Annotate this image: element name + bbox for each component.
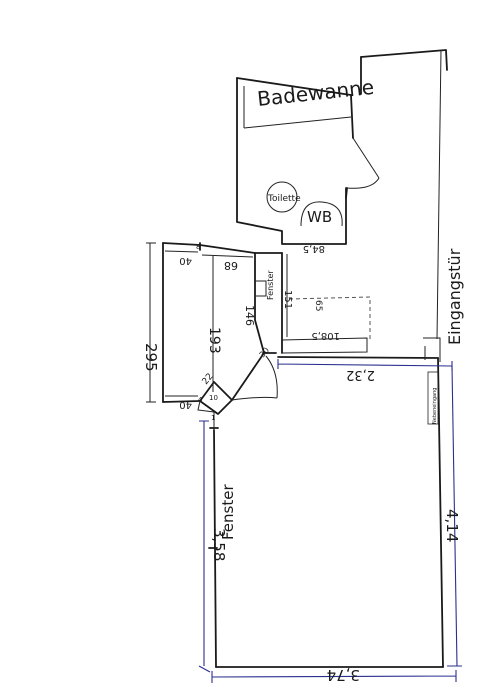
dim-232-text: 2,32 bbox=[346, 367, 375, 382]
lower-room-walls bbox=[208, 337, 444, 668]
washbasin-symbol bbox=[300, 201, 343, 227]
dim-65-text: 65 bbox=[313, 300, 323, 311]
dim-295-text: 295 bbox=[142, 343, 160, 372]
label-wb: WB bbox=[307, 208, 332, 226]
toilet-symbol bbox=[266, 181, 298, 213]
dim-193-text: 193 bbox=[206, 327, 222, 354]
dim-30-text: 30 bbox=[258, 346, 271, 360]
dim-68-text: 68 bbox=[224, 259, 238, 272]
diagonal-corner bbox=[195, 352, 278, 432]
dim-358: 3,58 bbox=[198, 420, 228, 673]
label-toilette: Toilette bbox=[267, 194, 301, 204]
upper-left-room-walls bbox=[162, 242, 283, 403]
dim-b-text: 1 bbox=[211, 414, 215, 422]
dim-151-text: 151 bbox=[282, 290, 293, 309]
dim-40-top: 40 bbox=[164, 250, 199, 266]
side-entrance-plate-label: Nebeneingang bbox=[432, 388, 438, 424]
dim-358-text: 3,58 bbox=[210, 528, 228, 561]
bathroom-walls bbox=[236, 77, 380, 245]
dim-193: 193 bbox=[206, 256, 222, 392]
dim-374: 3,74 bbox=[211, 666, 457, 684]
corridor-walls bbox=[360, 49, 448, 340]
dim-146-text: 146 bbox=[243, 305, 256, 326]
dim-151: 151 bbox=[282, 254, 293, 337]
dim-414-text: 4,14 bbox=[443, 509, 461, 542]
dim-40-top-text: 40 bbox=[179, 255, 192, 266]
side-entrance-plate bbox=[427, 371, 439, 425]
dim-84-5-text: 84,5 bbox=[303, 243, 325, 254]
dim-a-text: 4 bbox=[198, 396, 203, 404]
dim-295: 295 bbox=[142, 242, 160, 403]
dim-374-text: 3,74 bbox=[327, 666, 360, 684]
label-badewanne: Badewanne bbox=[256, 75, 375, 111]
dim-108-5-text: 108,5 bbox=[311, 330, 340, 341]
dim-232: 2,32 bbox=[277, 359, 453, 382]
label-fenster-inner: Fenster bbox=[266, 270, 275, 300]
dim-10-text: 10 bbox=[209, 394, 218, 402]
label-eingangstuer: Eingangstür bbox=[445, 248, 464, 345]
dim-414: 4,14 bbox=[443, 365, 462, 667]
dim-8-text: 8 bbox=[196, 243, 200, 251]
inner-room-lines bbox=[281, 337, 368, 354]
label-fenster-left: Fenster bbox=[219, 484, 237, 540]
dim-68: 68 bbox=[201, 254, 254, 272]
dim-40-bot-text: 40 bbox=[179, 399, 192, 410]
dim-40-bot: 40 bbox=[165, 395, 198, 410]
